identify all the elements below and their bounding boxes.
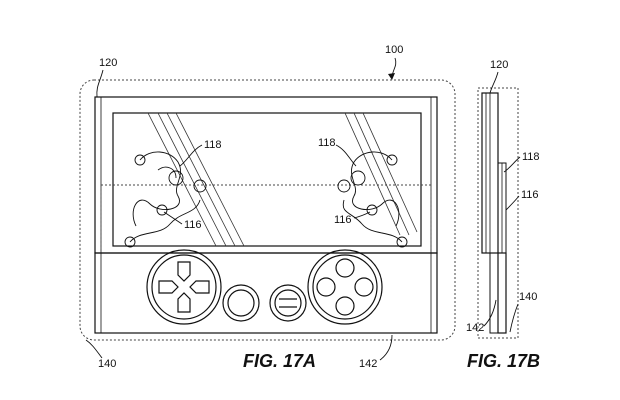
ref-100: 100 (385, 44, 403, 56)
analog-button (222, 284, 260, 322)
ref-142-b: 142 (466, 322, 484, 334)
ref-118-b: 118 (522, 151, 540, 163)
lower-section-inner (100, 252, 432, 334)
menu-button (269, 284, 307, 322)
side-outline (477, 87, 519, 339)
fig-17b-title: FIG. 17B (467, 351, 540, 371)
side-lower-base (489, 252, 499, 334)
ref-116-b: 116 (521, 189, 539, 201)
ref-142: 142 (359, 358, 377, 370)
upper-section-inner (100, 96, 432, 254)
left-sensor-trace (124, 151, 207, 248)
ref-140-b: 140 (519, 291, 537, 303)
fig-17b-device (477, 87, 519, 339)
fig-17b-labels: 120 118 116 140 142 FIG. 17B (466, 59, 540, 371)
d-pad (146, 249, 222, 325)
device-outline (79, 79, 456, 341)
screen-glare-lines (147, 112, 418, 247)
ref-120: 120 (99, 57, 117, 69)
fig-17a-device (79, 79, 456, 341)
fig-17a-title: FIG. 17A (243, 351, 316, 371)
action-buttons (307, 249, 383, 325)
ref-118-left: 118 (204, 139, 222, 151)
ref-120-b: 120 (490, 59, 508, 71)
right-sensor-trace (337, 151, 408, 248)
ref-116-right: 116 (334, 214, 352, 226)
ref-140: 140 (98, 358, 116, 370)
side-lower-slab (497, 252, 507, 334)
overlap-region (100, 184, 432, 254)
upper-section-120 (94, 96, 438, 254)
display-panel (112, 112, 422, 247)
ref-118-right: 118 (318, 137, 336, 149)
ref-116-left: 116 (184, 219, 202, 231)
lower-section-base (94, 252, 438, 334)
fig-17a-labels: 100 120 118 118 116 116 140 142 FIG. 17A (85, 44, 403, 371)
